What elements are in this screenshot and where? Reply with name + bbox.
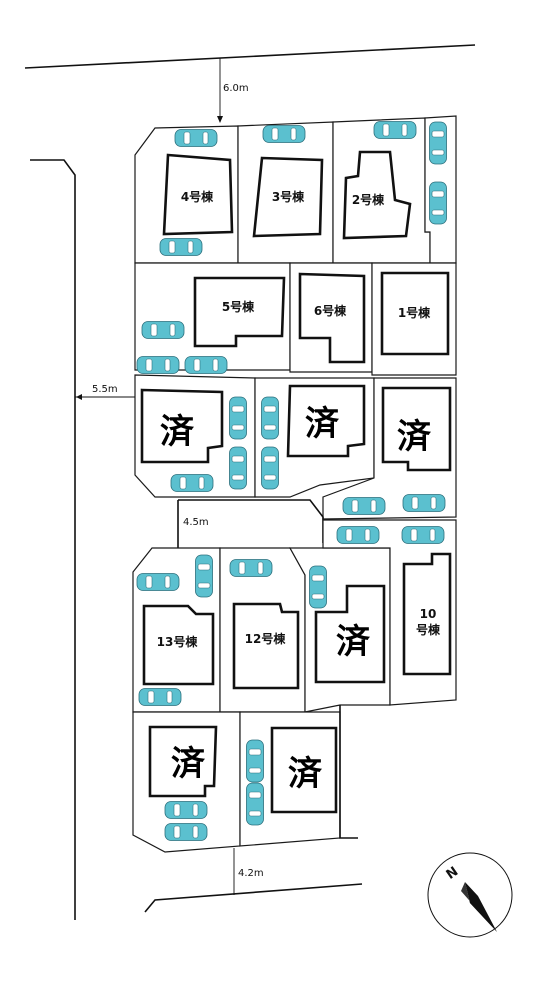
car-icon xyxy=(164,801,208,819)
house-12[interactable] xyxy=(232,602,300,690)
sold-mark: 済 xyxy=(305,404,340,444)
car-icon xyxy=(246,739,264,783)
south-road-edge xyxy=(144,883,363,913)
house-4[interactable] xyxy=(162,153,234,236)
car-icon xyxy=(164,823,208,841)
car-icon xyxy=(229,446,247,490)
car-icon xyxy=(246,782,264,826)
house-13[interactable] xyxy=(142,604,215,686)
lot-label-10-line2: 号棟 xyxy=(416,622,441,637)
sold-mark: 済 xyxy=(336,622,371,662)
parking-cars xyxy=(136,121,447,841)
car-icon xyxy=(159,238,203,256)
house-6[interactable] xyxy=(298,272,366,364)
car-icon xyxy=(262,125,306,143)
car-icon xyxy=(342,497,386,515)
car-icon xyxy=(136,356,180,374)
roads xyxy=(24,44,476,920)
car-icon xyxy=(429,181,447,225)
car-icon xyxy=(401,526,445,544)
house-1[interactable] xyxy=(380,271,450,356)
north-road-edge xyxy=(24,44,476,69)
car-icon xyxy=(138,688,182,706)
car-icon xyxy=(184,356,228,374)
lot-label-13: 13号棟 xyxy=(157,634,199,649)
house-sold-e[interactable] xyxy=(148,725,218,798)
car-icon xyxy=(261,446,279,490)
house-3[interactable] xyxy=(252,156,324,238)
car-icon xyxy=(195,554,213,598)
car-icon xyxy=(229,559,273,577)
house-sold-c[interactable] xyxy=(381,386,452,472)
houses xyxy=(140,150,452,814)
north-arrow-icon: N xyxy=(427,852,513,938)
sold-mark: 済 xyxy=(397,417,432,457)
lot-label-6: 6号棟 xyxy=(314,303,347,318)
west-road-edge xyxy=(30,159,76,920)
middle-road-width: 4.5m xyxy=(183,517,209,528)
lot-label-5: 5号棟 xyxy=(222,299,255,314)
car-icon xyxy=(429,121,447,165)
house-sold-b[interactable] xyxy=(286,384,366,458)
car-icon xyxy=(261,396,279,440)
car-icon xyxy=(141,321,185,339)
north-road-width: 6.0m xyxy=(223,83,249,94)
west-road-width: 5.5m xyxy=(92,384,118,395)
car-icon xyxy=(373,121,417,139)
car-icon xyxy=(174,129,218,147)
house-sold-d[interactable] xyxy=(314,584,386,684)
car-icon xyxy=(170,474,214,492)
house-sold-a[interactable] xyxy=(140,388,224,464)
car-icon xyxy=(309,565,327,609)
house-10[interactable] xyxy=(402,552,452,676)
lot-label-4: 4号棟 xyxy=(181,189,214,204)
car-icon xyxy=(136,573,180,591)
car-icon xyxy=(402,494,446,512)
lot-label-3: 3号棟 xyxy=(272,189,305,204)
dimensions: 6.0m 5.5m 4.5m 4.2m xyxy=(75,58,264,895)
car-icon xyxy=(336,526,380,544)
south-road-width: 4.2m xyxy=(238,868,264,879)
sold-mark: 済 xyxy=(288,754,323,794)
lot-labels: 4号棟 3号棟 2号棟 5号棟 6号棟 1号棟 13号棟 12号棟 10 号棟 xyxy=(157,189,441,649)
house-2[interactable] xyxy=(342,150,412,240)
house-5[interactable] xyxy=(193,276,286,348)
lot-label-10-line1: 10 xyxy=(420,607,437,621)
lot-label-1: 1号棟 xyxy=(398,305,431,320)
lot-label-12: 12号棟 xyxy=(245,631,287,646)
lot-label-2: 2号棟 xyxy=(352,192,385,207)
sold-mark: 済 xyxy=(160,412,195,452)
sold-marks: 済 済 済 済 済 済 xyxy=(160,404,432,794)
sold-mark: 済 xyxy=(171,744,206,784)
car-icon xyxy=(229,396,247,440)
house-sold-f[interactable] xyxy=(270,726,338,814)
